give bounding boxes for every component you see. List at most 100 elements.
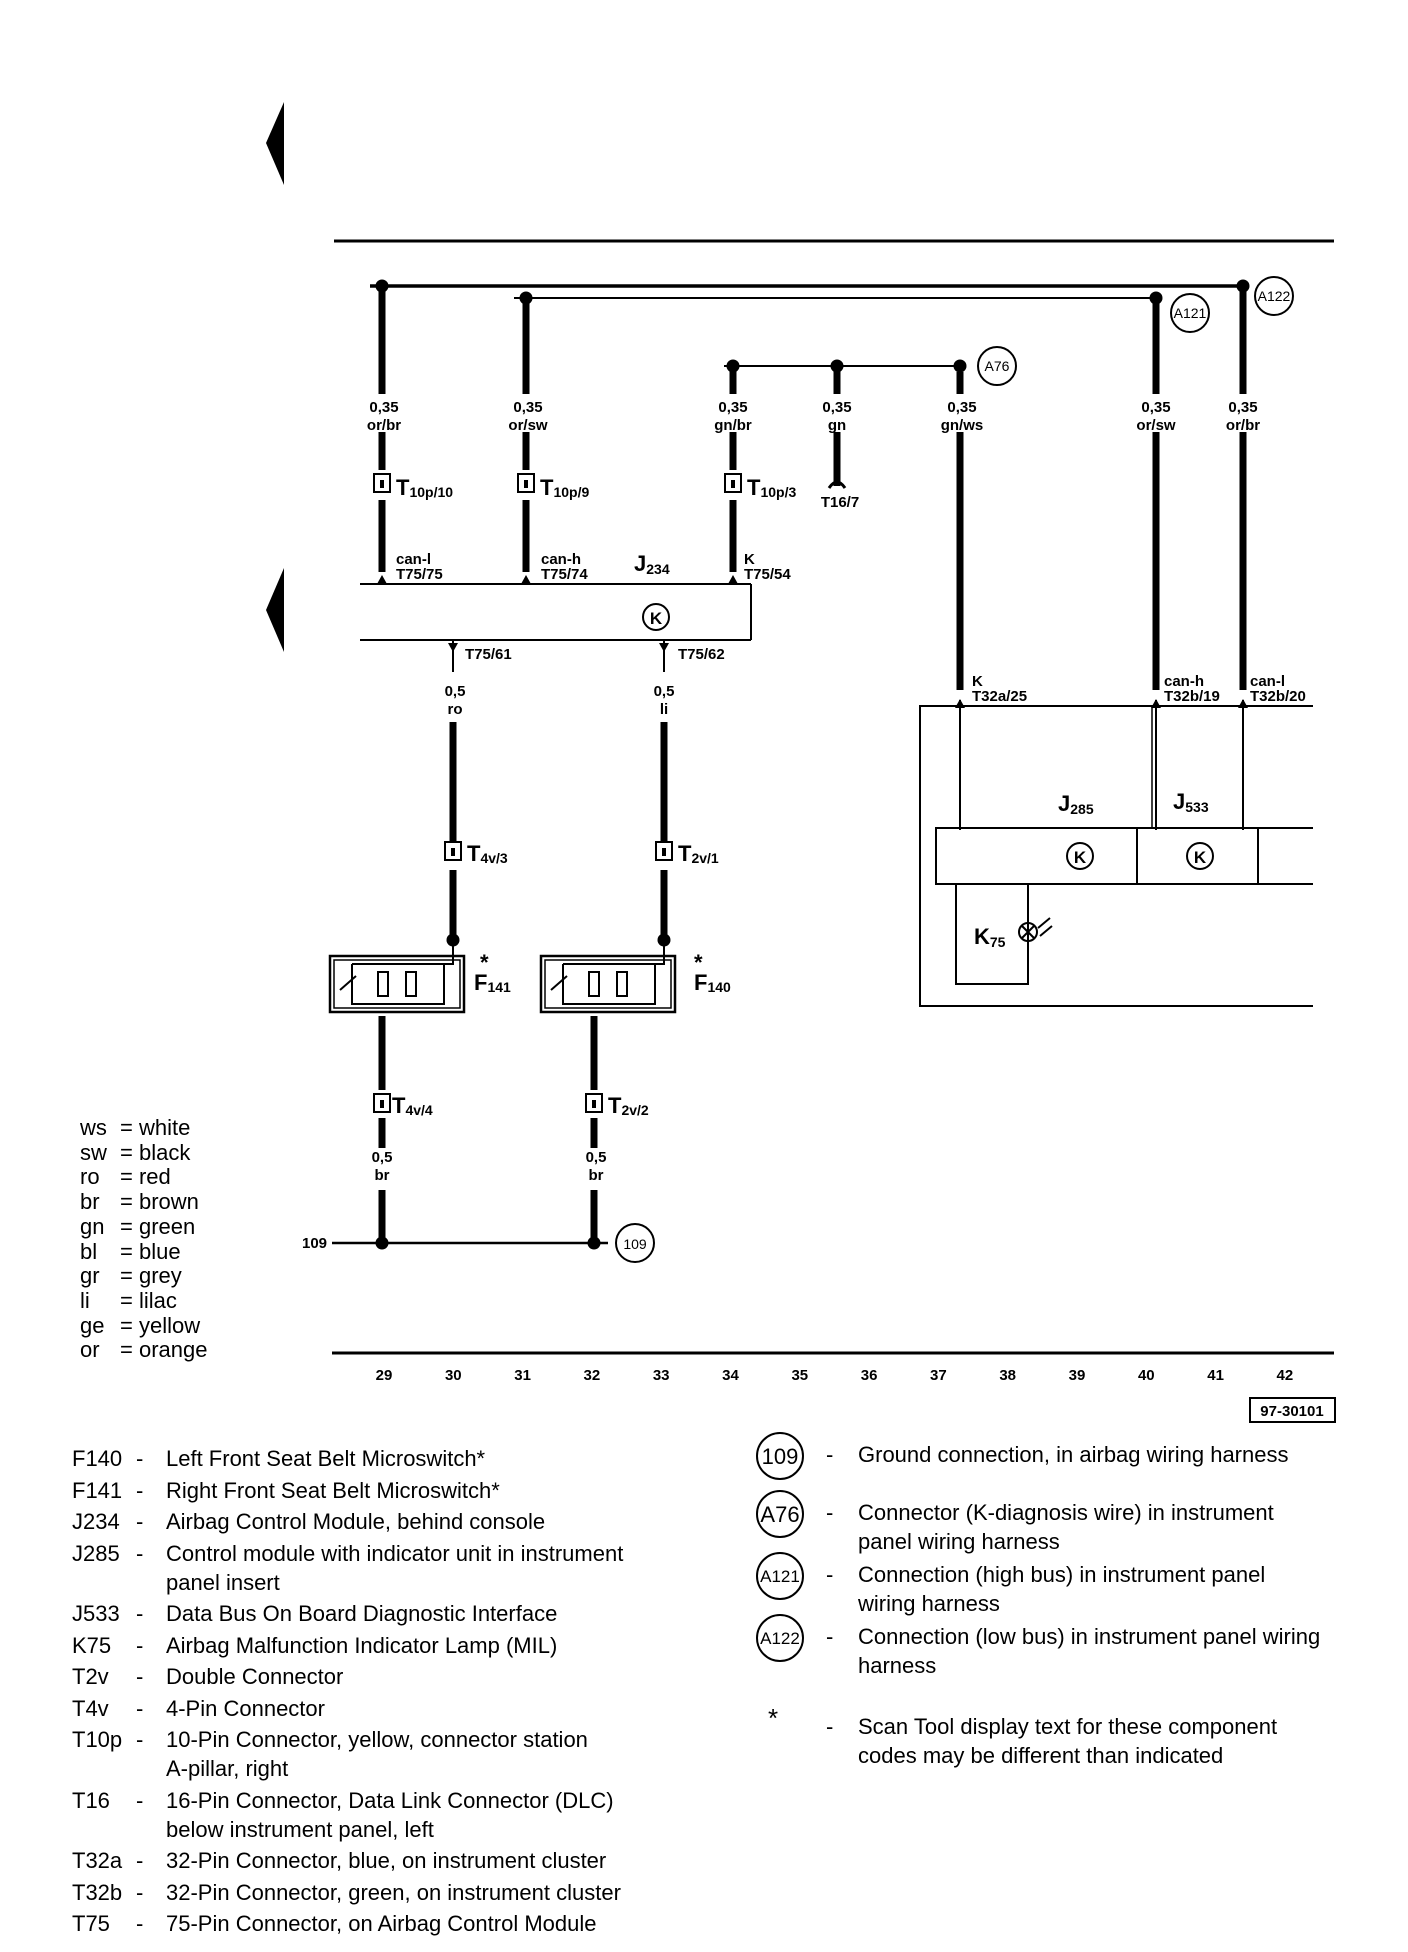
j234-pin-labels: can-l T75/75 can-h T75/74 K T75/54 T75/6… bbox=[396, 551, 791, 663]
color-legend-row: br= brown bbox=[80, 1190, 199, 1214]
footnote-symbol: * bbox=[768, 1703, 779, 1733]
svg-text:T75/54: T75/54 bbox=[744, 566, 791, 583]
label-f140: F140 bbox=[694, 970, 731, 995]
equals-sign: = bbox=[120, 1287, 139, 1313]
legend-code: T16 bbox=[72, 1787, 110, 1813]
legend-desc: 32-Pin Connector, blue, on instrument cl… bbox=[166, 1848, 607, 1873]
legend-dash: - bbox=[136, 1911, 144, 1936]
legend-dash: - bbox=[136, 1601, 144, 1626]
svg-text:can-l: can-l bbox=[1250, 673, 1285, 690]
equals-sign: = bbox=[120, 1115, 139, 1140]
svg-text:K: K bbox=[744, 551, 755, 568]
legend-desc: below instrument panel, left bbox=[166, 1816, 434, 1842]
ref-circle-109[interactable]: 109 bbox=[615, 1223, 655, 1263]
svg-text:T32b/19: T32b/19 bbox=[1164, 688, 1220, 705]
instrument-cluster-outline bbox=[919, 705, 1313, 1007]
color-abbr: br bbox=[80, 1189, 100, 1215]
legend-desc: 75-Pin Connector, on Airbag Control Modu… bbox=[166, 1911, 597, 1936]
legend-desc: Connection (low bus) in instrument panel… bbox=[858, 1624, 1321, 1649]
legend-code: T4v bbox=[72, 1695, 109, 1721]
legend-desc: Control module with indicator unit in in… bbox=[166, 1540, 624, 1566]
ruler-cell: 39 bbox=[1069, 1367, 1086, 1384]
connector-pin-icons bbox=[380, 480, 735, 1108]
ruler-cell: 30 bbox=[445, 1367, 462, 1384]
svg-text:0,5: 0,5 bbox=[654, 683, 675, 700]
svg-text:ro: ro bbox=[448, 701, 463, 718]
svg-text:or/sw: or/sw bbox=[508, 417, 548, 434]
j285-j533-module bbox=[935, 827, 1313, 885]
color-legend-row: gr= grey bbox=[80, 1264, 182, 1288]
f141-microswitch-icon bbox=[328, 940, 466, 1014]
ruler-cell: 38 bbox=[999, 1367, 1016, 1384]
ruler-cell: 33 bbox=[653, 1367, 670, 1384]
equals-sign: = bbox=[120, 1263, 139, 1289]
legend-dash: - bbox=[826, 1442, 834, 1467]
legend-desc: 32-Pin Connector, green, on instrument c… bbox=[166, 1879, 621, 1905]
svg-text:T32a/25: T32a/25 bbox=[972, 688, 1027, 705]
label-t10p9: T10p/9 bbox=[540, 475, 589, 500]
legend-symbol-icon: 109 bbox=[756, 1432, 804, 1480]
svg-text:br: br bbox=[589, 1167, 604, 1184]
cluster-pin-labels: K T32a/25 can-h T32b/19 can-l T32b/20 bbox=[972, 673, 1306, 705]
legend-symbol-icon: A122 bbox=[756, 1614, 804, 1662]
legend-desc: Double Connector bbox=[166, 1664, 344, 1689]
label-t4v4: T4v/4 bbox=[392, 1093, 433, 1118]
ruler-cell: 41 bbox=[1207, 1367, 1224, 1384]
svg-text:0,5: 0,5 bbox=[372, 1149, 393, 1166]
legend-dash: - bbox=[136, 1477, 144, 1503]
color-name: orange bbox=[138, 1337, 208, 1363]
legend-desc: Airbag Malfunction Indicator Lamp (MIL) bbox=[166, 1632, 558, 1658]
label-j234: J234 bbox=[634, 551, 670, 577]
svg-text:gn/ws: gn/ws bbox=[941, 417, 984, 434]
equals-sign: = bbox=[120, 1337, 139, 1363]
legend-desc: Data Bus On Board Diagnostic Interface bbox=[166, 1601, 558, 1626]
legend-dash: - bbox=[136, 1540, 144, 1566]
svg-text:0,35: 0,35 bbox=[947, 399, 976, 416]
ruler-cell: 42 bbox=[1277, 1367, 1294, 1384]
color-abbr: gr bbox=[80, 1263, 100, 1289]
f140-microswitch-icon bbox=[539, 940, 677, 1014]
svg-text:K: K bbox=[972, 673, 983, 690]
color-name: red bbox=[138, 1164, 171, 1190]
svg-text:gn/br: gn/br bbox=[714, 417, 752, 434]
ref-circle-a122[interactable]: A122 bbox=[1254, 276, 1294, 316]
ref-circle-a121[interactable]: A121 bbox=[1170, 293, 1210, 333]
legend-desc: wiring harness bbox=[858, 1591, 1000, 1616]
color-name: white bbox=[138, 1115, 191, 1140]
diagram-code-box bbox=[1249, 1397, 1336, 1423]
legend-dash: - bbox=[826, 1624, 834, 1649]
page-marker-top-icon bbox=[266, 102, 284, 185]
color-legend-row: ro= red bbox=[80, 1165, 171, 1189]
f141-asterisk: * bbox=[480, 950, 489, 975]
color-abbr: ro bbox=[80, 1164, 100, 1190]
ruler-cell: 35 bbox=[791, 1367, 808, 1384]
svg-text:li: li bbox=[660, 701, 668, 718]
ruler-cell: 32 bbox=[584, 1367, 601, 1384]
svg-text:can-l: can-l bbox=[396, 551, 431, 568]
legend-code: T10p bbox=[72, 1727, 123, 1752]
label-t2v1: T2v/1 bbox=[678, 841, 719, 866]
legend-symbol-icon: A76 bbox=[756, 1490, 804, 1538]
legend-desc: A-pillar, right bbox=[166, 1756, 289, 1781]
legend-desc: Ground connection, in airbag wiring harn… bbox=[858, 1442, 1289, 1467]
legend-dash: - bbox=[136, 1848, 144, 1873]
color-abbr: ge bbox=[80, 1312, 105, 1338]
ruler-cell: 36 bbox=[861, 1367, 878, 1384]
legend-code: T32b bbox=[72, 1879, 123, 1905]
color-abbr: li bbox=[80, 1287, 90, 1313]
svg-text:or/br: or/br bbox=[1226, 417, 1260, 434]
legend-code: F141 bbox=[72, 1477, 123, 1503]
svg-text:T75/75: T75/75 bbox=[396, 566, 443, 583]
color-legend-row: bl= blue bbox=[80, 1239, 181, 1264]
legend-dash: - bbox=[136, 1664, 144, 1689]
svg-text:0,35: 0,35 bbox=[1228, 399, 1257, 416]
svg-text:0,35: 0,35 bbox=[513, 399, 542, 416]
legend-desc: 10-Pin Connector, yellow, connector stat… bbox=[166, 1727, 588, 1752]
splice-dots bbox=[375, 279, 1250, 1250]
ref-circle-a76[interactable]: A76 bbox=[977, 346, 1017, 386]
diagram-code: 97-30101 bbox=[1260, 1403, 1323, 1420]
legend-code: J285 bbox=[72, 1540, 120, 1566]
k75-lamp-icon bbox=[1018, 917, 1053, 942]
equals-sign: = bbox=[120, 1189, 139, 1215]
